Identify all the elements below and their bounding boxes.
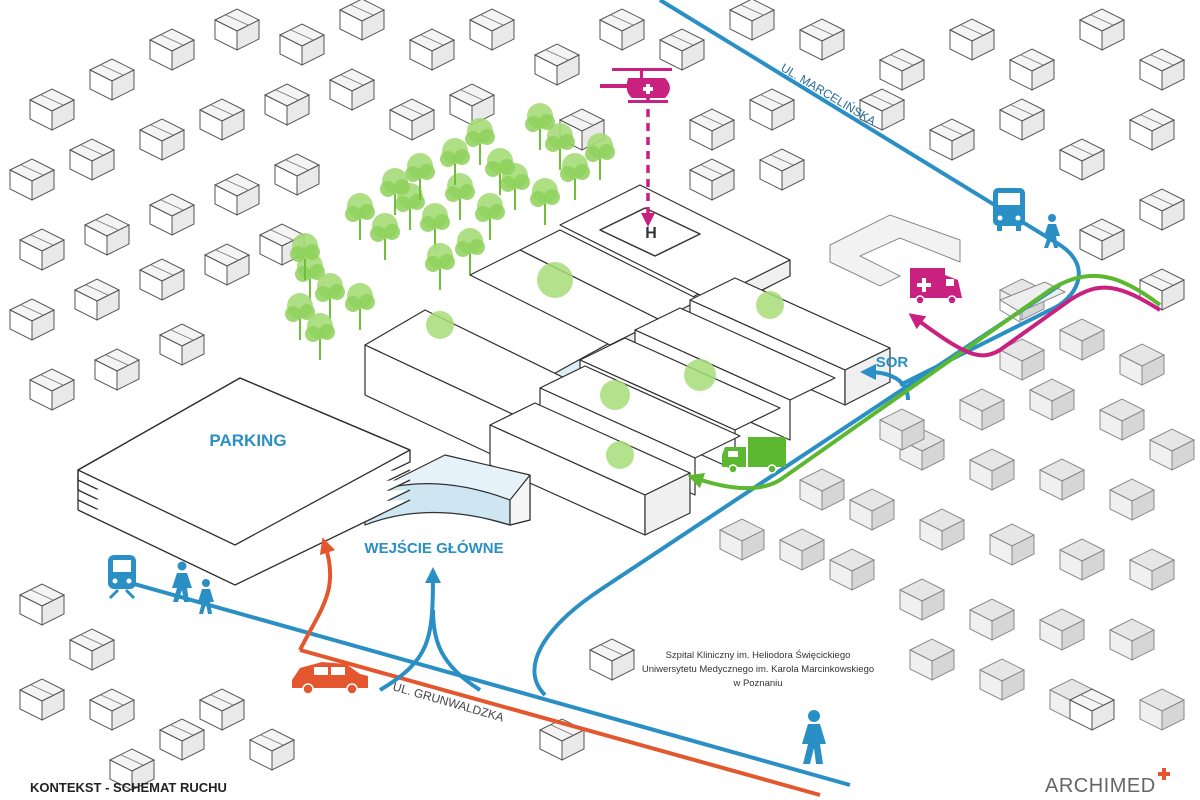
pedestrian-icon (1044, 214, 1060, 248)
route-loop-to-grunwaldzka (532, 283, 1062, 697)
caption-line-2: Uniwersytetu Medycznego im. Karola Marci… (642, 664, 874, 675)
parking-label: PARKING (209, 431, 286, 450)
route-marcelinska (658, 0, 1081, 387)
route-to-main-entrance (378, 567, 441, 692)
route-car-to-parking (298, 537, 336, 651)
main-entrance-label: WEJŚCIE GŁÓWNE (364, 539, 503, 557)
route-emergency (908, 285, 1162, 358)
route-car-grunwaldzka (299, 648, 821, 797)
green-roofs (426, 262, 784, 469)
hospital-complex (364, 184, 891, 536)
route-to-main-entrance-right (431, 609, 482, 692)
helicopter-icon (600, 68, 672, 103)
car-icon (292, 662, 368, 695)
bus-icon (993, 188, 1025, 231)
route-delivery (687, 273, 1162, 490)
route-grunwaldzka-pedestrian (119, 578, 851, 787)
ambulance-icon (910, 268, 962, 305)
logo-text: ARCHIMED (1045, 775, 1156, 797)
train-icon (108, 555, 136, 600)
caption-line-3: w Poznaniu (732, 678, 782, 689)
diagram-title: KONTEKST - SCHEMAT RUCHU (30, 780, 227, 795)
helipad-mark: H (645, 225, 657, 242)
sor-label: SOR (876, 354, 909, 371)
hospital-caption: Szpital Kliniczny im. Heliodora Święcick… (642, 649, 874, 689)
caption-line-1: Szpital Kliniczny im. Heliodora Święcick… (666, 649, 851, 661)
parking-garage (77, 377, 411, 586)
route-to-sor (860, 364, 910, 401)
truck-icon (722, 437, 786, 474)
archimed-logo: ARCHIMED (1045, 768, 1170, 797)
pedestrian-icon (172, 561, 214, 614)
pedestrian-icon (802, 710, 826, 764)
